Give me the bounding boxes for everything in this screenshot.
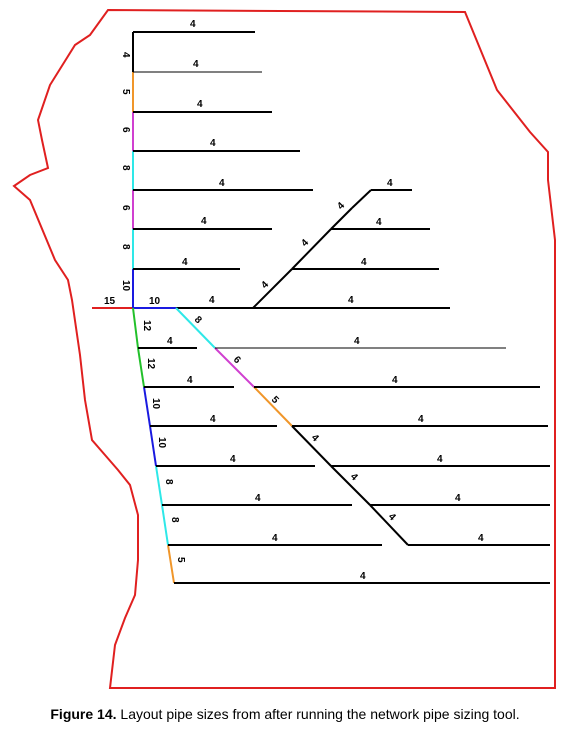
main-size-labels: 4 5 6 8 6 8 10 12 12 10 10 8 8 5 xyxy=(120,52,186,563)
upper-lateral-size-label: 4 xyxy=(348,295,354,306)
lower-lateral-size-label: 4 xyxy=(392,375,398,386)
upper-diagonal-size-label: 4 xyxy=(335,200,347,212)
main-segment xyxy=(143,386,151,427)
lateral-size-label: 4 xyxy=(272,533,278,544)
main-size-label: 5 xyxy=(175,557,186,563)
lower-lateral-size-label: 4 xyxy=(455,493,461,504)
main-laterals xyxy=(133,31,550,584)
upper-lateral-size-label: 4 xyxy=(376,217,382,228)
main-line xyxy=(132,32,175,584)
lower-diagonal-segment xyxy=(330,465,371,506)
upper-diagonal-size-label: 4 xyxy=(299,237,311,249)
lower-diagonal-labels: 8 6 5 4 4 4 4 4 4 4 4 4 xyxy=(192,314,484,544)
main-size-label: 5 xyxy=(120,89,131,95)
upper-diagonal-size-label: 4 xyxy=(259,279,271,291)
main-size-label: 10 xyxy=(150,398,161,410)
lower-lateral-size-label: 4 xyxy=(478,533,484,544)
site-boundary xyxy=(12,8,556,689)
lower-diagonal-segment xyxy=(175,307,216,349)
lower-diagonal-size-label: 4 xyxy=(348,471,360,483)
lateral-size-label: 4 xyxy=(210,414,216,425)
lower-diagonal-segment xyxy=(214,347,255,388)
upper-diagonal-segment xyxy=(330,207,353,230)
upper-lateral-size-label: 4 xyxy=(361,257,367,268)
lower-diagonal-segment xyxy=(369,504,409,546)
upper-diagonal-labels: 4 4 4 4 4 4 4 xyxy=(259,178,393,306)
upper-diagonal-segment xyxy=(351,189,372,209)
lateral-size-label: 4 xyxy=(167,336,173,347)
lateral-size-label: 4 xyxy=(255,493,261,504)
lateral-size-label: 4 xyxy=(210,138,216,149)
main-segment xyxy=(155,465,163,506)
lower-diagonal xyxy=(175,307,550,546)
inlet-size-label: 15 xyxy=(104,296,116,307)
lateral-size-label: 4 xyxy=(197,99,203,110)
upper-diagonal-segment xyxy=(291,228,332,270)
main-segment xyxy=(149,425,157,467)
header-extension-label: 4 xyxy=(209,295,215,306)
pipe-layout-diagram: 15 10 4 5 6 8 6 8 10 12 12 10 10 8 8 5 xyxy=(12,8,556,689)
main-size-label: 4 xyxy=(120,52,131,58)
upper-lateral-size-label: 4 xyxy=(387,178,393,189)
main-size-label: 8 xyxy=(120,244,131,250)
lateral-size-label: 4 xyxy=(230,454,236,465)
lateral-size-label: 4 xyxy=(190,19,196,30)
lateral-size-label: 4 xyxy=(182,257,188,268)
lower-diagonal-segment xyxy=(291,425,332,467)
main-size-label: 8 xyxy=(163,479,174,485)
main-segment xyxy=(137,347,145,388)
figure-caption: Figure 14. Layout pipe sizes from after … xyxy=(0,706,570,722)
main-size-label: 8 xyxy=(120,165,131,171)
figure-label: Figure 14. xyxy=(50,706,117,722)
figure-caption-text: Layout pipe sizes from after running the… xyxy=(120,706,520,722)
main-size-label: 6 xyxy=(120,205,131,211)
lower-lateral-size-label: 4 xyxy=(418,414,424,425)
main-size-label: 10 xyxy=(156,437,167,449)
header-size-label: 10 xyxy=(149,296,161,307)
main-lateral-labels: 4 4 4 4 4 4 4 4 4 4 4 4 4 4 xyxy=(167,19,366,582)
main-size-label: 6 xyxy=(120,127,131,133)
main-segment xyxy=(167,544,175,584)
lower-diagonal-size-label: 4 xyxy=(309,432,321,444)
lateral-size-label: 4 xyxy=(201,216,207,227)
lower-lateral-size-label: 4 xyxy=(437,454,443,465)
upper-diagonal-segment xyxy=(252,268,293,309)
main-size-label: 12 xyxy=(141,320,152,332)
lateral-size-label: 4 xyxy=(360,571,366,582)
lower-diagonal-size-label: 8 xyxy=(192,314,204,326)
lower-lateral-size-label: 4 xyxy=(354,336,360,347)
main-size-label: 8 xyxy=(169,517,180,523)
lateral-size-label: 4 xyxy=(187,375,193,386)
main-size-label: 10 xyxy=(120,280,131,292)
lateral-size-label: 4 xyxy=(219,178,225,189)
main-segment xyxy=(161,504,169,546)
main-segment xyxy=(132,307,139,349)
lower-diagonal-segment xyxy=(253,386,293,427)
main-size-label: 12 xyxy=(145,358,156,370)
upper-diagonal xyxy=(252,189,450,309)
lateral-size-label: 4 xyxy=(193,59,199,70)
lower-diagonal-size-label: 4 xyxy=(386,511,398,523)
